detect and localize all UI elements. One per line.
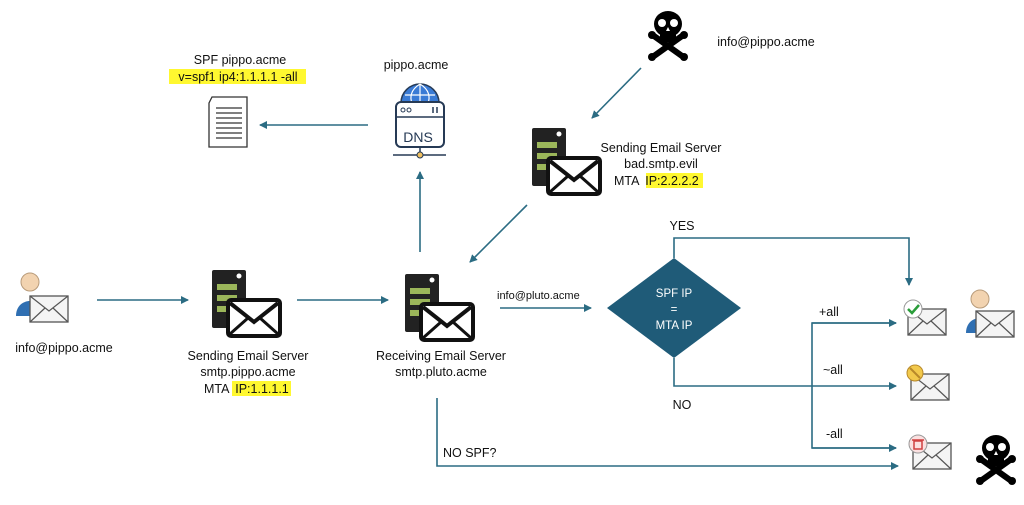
warning-badge-icon [906,364,924,382]
recipient-label: info@pluto.acme [497,290,580,302]
document-icon [208,96,248,148]
sending-server-ip: IP:1.1.1.1 [235,382,289,396]
sending-server-line1: Sending Email Server [188,349,309,363]
no-tilde-all-arrow [673,358,897,390]
spf-record-title: SPF pippo.acme [194,53,286,67]
bad-server-ip: IP:2.2.2.2 [645,174,699,188]
spf-highlight [169,69,306,84]
bad-server-mta-prefix: MTA [614,174,642,188]
sending-ip-highlight [232,381,291,396]
svg-text:MTA IP:1.1.1.1: MTA IP:1.1.1.1 [204,382,289,396]
bad-server-line1: Sending Email Server [601,141,722,155]
decision-line1: SPF IP [656,288,693,300]
bad-server-to-receiving-arrow [469,204,528,263]
no-label: NO [673,398,692,412]
recipient-envelope-icon [975,310,1015,338]
sending-server-icon [210,268,282,338]
decision-line3: MTA IP [656,320,693,332]
svg-text:MTA IP:2.2.2.2: MTA IP:2.2.2.2 [614,174,699,188]
receiving-server-line1: Receiving Email Server [376,349,506,363]
attacker-to-bad-server-arrow [591,67,642,119]
rejected-skull-icon [976,435,1016,485]
attacker-email: info@pippo.acme [717,35,815,49]
bad-ip-highlight [646,173,703,188]
no-spf-label: NO SPF? [443,446,497,460]
dns-icon-text: DNS [403,129,433,145]
decision-line2: = [671,304,678,316]
dns-server-icon: DNS [393,83,446,159]
yes-arrow [673,237,913,286]
plus-all-label: +all [819,305,839,319]
spf-record-value: v=spf1 ip4:1.1.1.1 -all [178,70,297,84]
sender-email: info@pippo.acme [15,341,113,355]
receiving-server-line2: smtp.pluto.acme [395,365,487,379]
tilde-all-label: ~all [823,363,843,377]
sending-server-line2: smtp.pippo.acme [200,365,295,379]
trash-badge-icon [908,434,928,454]
receiving-server-icon [403,272,475,342]
dns-label: pippo.acme [384,58,449,72]
yes-label: YES [669,219,694,233]
skull-icon [648,11,688,61]
sender-envelope-icon [29,295,69,323]
sending-server-mta-prefix: MTA [204,382,232,396]
check-badge-icon [903,299,923,319]
bad-server-icon [530,126,602,196]
bad-server-line2: bad.smtp.evil [624,157,698,171]
decision-diamond [607,258,741,358]
minus-all-label: -all [826,427,843,441]
no-spf-arrow [436,398,899,470]
